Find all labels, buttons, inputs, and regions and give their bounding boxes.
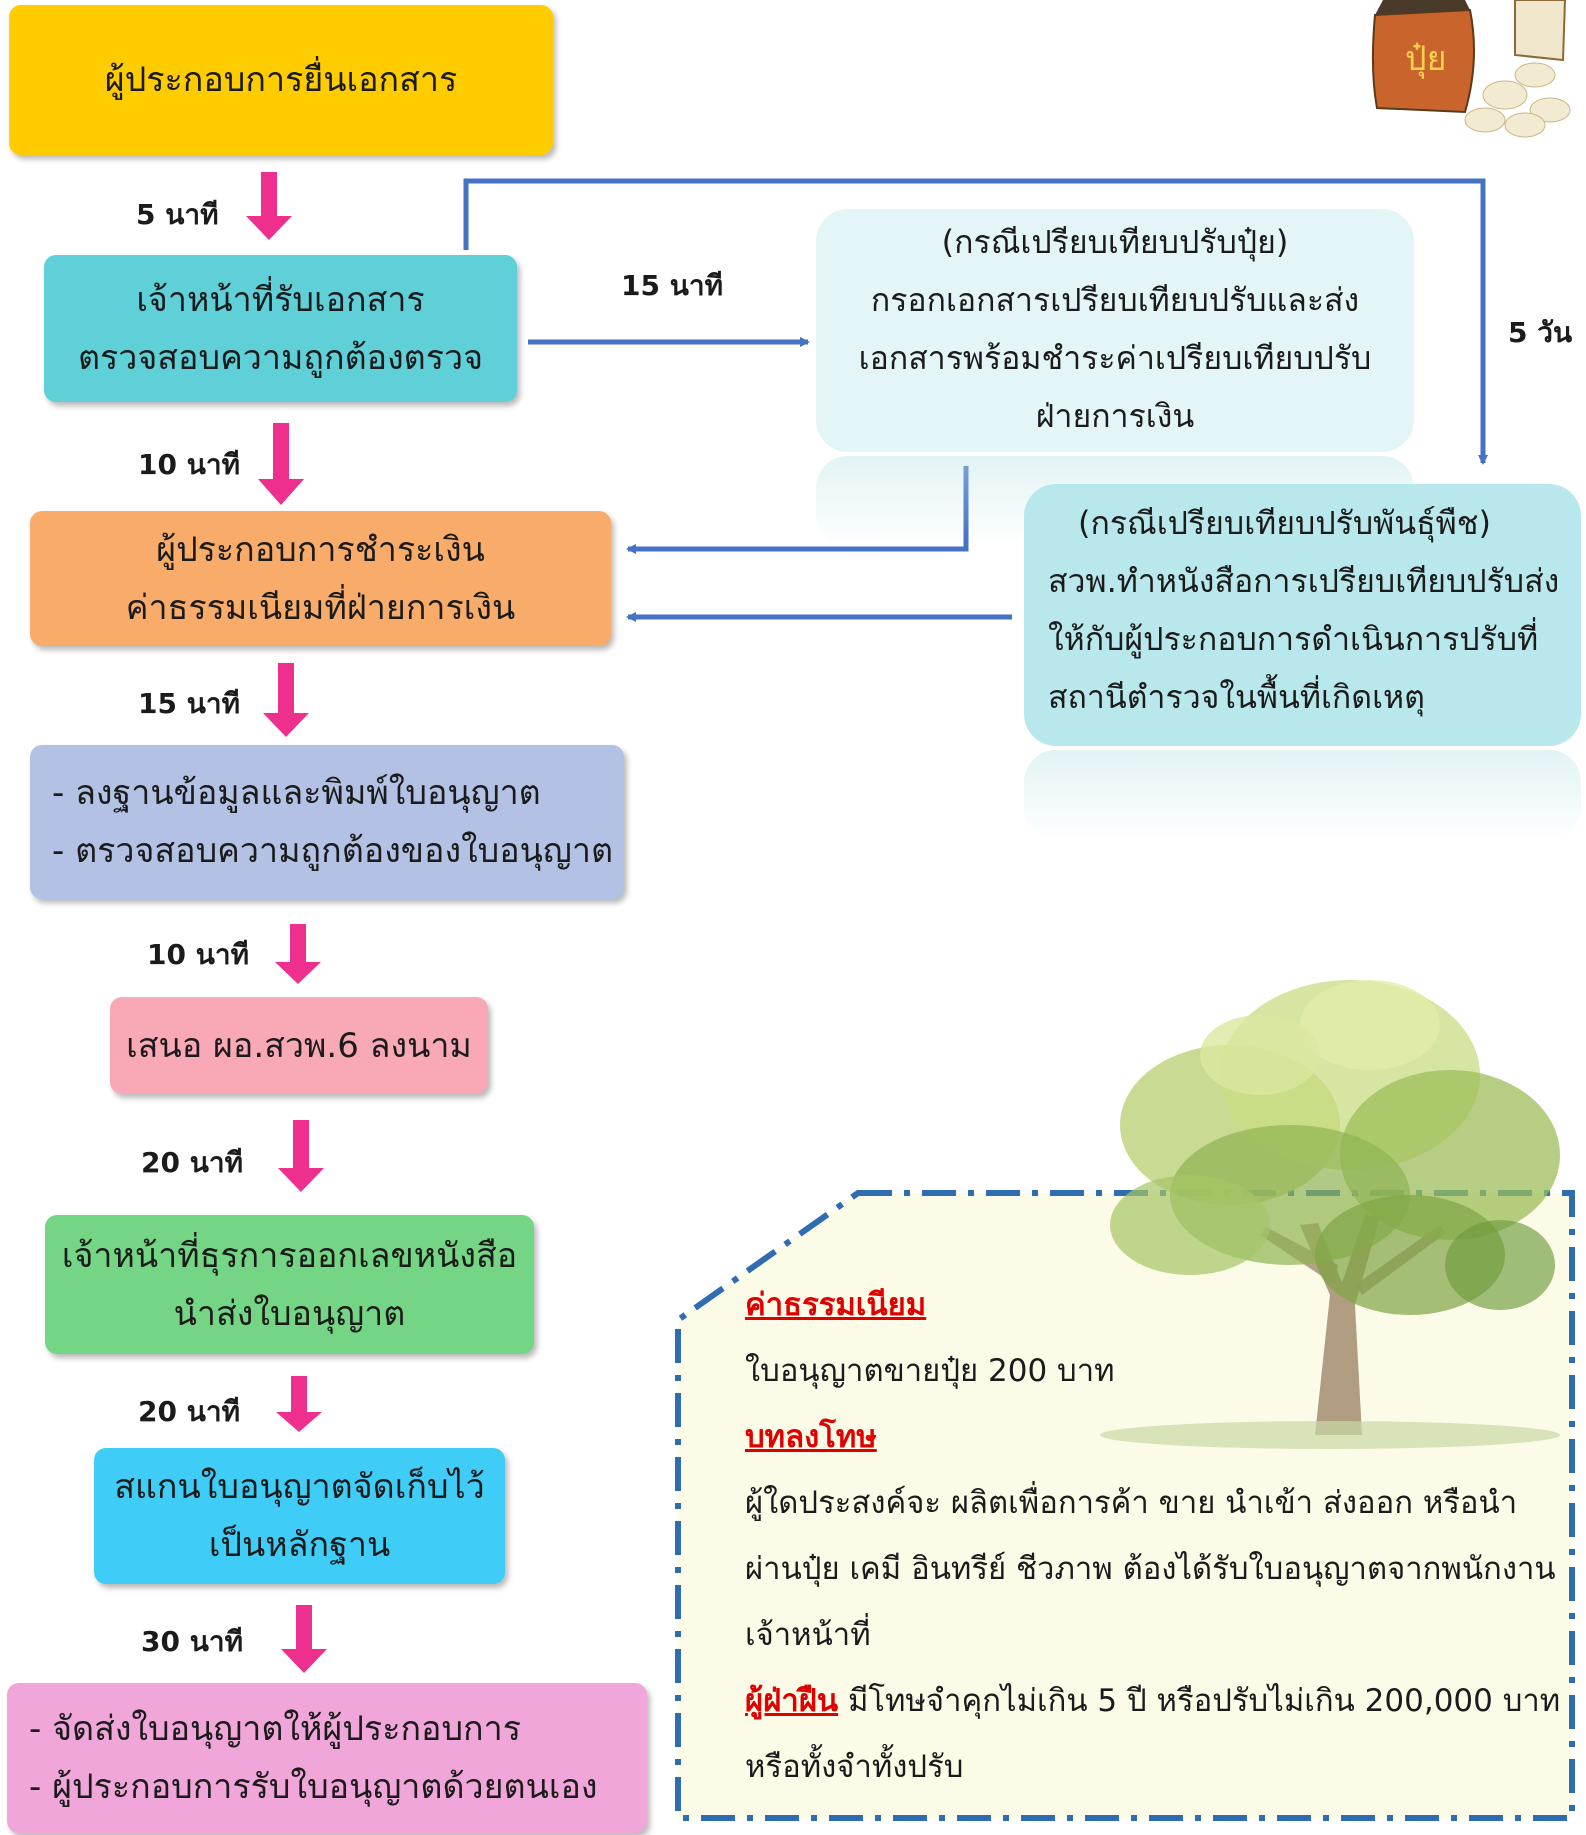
- step-text: - ลงฐานข้อมูลและพิมพ์ใบอนุญาต: [52, 773, 541, 813]
- case-text: ฝ่ายการเงิน: [1035, 397, 1195, 435]
- case-text: ให้กับผู้ประกอบการดำเนินการปรับที่: [1048, 620, 1539, 658]
- time-label: 15 นาที: [138, 687, 241, 720]
- violator-line: ผู้ฝ่าฝืน มีโทษจำคุกไม่เกิน 5 ปี หรือปรั…: [745, 1668, 1560, 1734]
- penalty-text: เจ้าหน้าที่: [745, 1617, 871, 1653]
- pink-down-arrow-icon: [263, 663, 309, 737]
- case-text: (กรณีเปรียบเทียบปรับปุ๋ย): [941, 223, 1289, 261]
- pink-down-arrow-icon: [281, 1605, 327, 1673]
- fertilizer-bag-label: ปุ๋ย: [1405, 39, 1447, 79]
- step-text: ผู้ประกอบการชำระเงิน: [156, 529, 485, 570]
- step-text: ค่าธรรมเนียมที่ฝ่ายการเงิน: [125, 587, 516, 628]
- penalty-text: ผ่านปุ๋ย เคมี อินทรีย์ ชีวภาพ ต้องได้รับ…: [745, 1551, 1556, 1587]
- pink-down-arrow-icon: [276, 1376, 322, 1432]
- time-label: 10 นาที: [138, 448, 241, 481]
- branch-time-label: 5 วัน: [1508, 316, 1573, 349]
- step-text: - จัดส่งใบอนุญาตให้ผู้ประกอบการ: [29, 1709, 521, 1749]
- case-text: กรอกเอกสารเปรียบเทียบปรับและส่ง: [870, 281, 1360, 319]
- violator-text-2: หรือทั้งจำทั้งปรับ: [745, 1749, 964, 1785]
- pink-down-arrow-icon: [246, 172, 292, 240]
- branch-time-label: 15 นาที: [621, 269, 724, 302]
- step-text: เสนอ ผอ.สวพ.6 ลงนาม: [126, 1025, 472, 1066]
- step-officer-receives: เจ้าหน้าที่รับเอกสาร ตรวจสอบความถูกต้องต…: [44, 255, 517, 402]
- pink-down-arrow-icon: [278, 1120, 324, 1192]
- violator-text: มีโทษจำคุกไม่เกิน 5 ปี หรือปรับไม่เกิน 2…: [838, 1683, 1561, 1719]
- fee-text: ใบอนุญาตขายปุ๋ย 200 บาท: [745, 1353, 1115, 1389]
- time-label: 20 นาที: [138, 1395, 241, 1428]
- penalty-text: ผู้ใดประสงค์จะ ผลิตเพื่อการค้า ขาย นำเข้…: [745, 1485, 1518, 1521]
- fee-heading: ค่าธรรมเนียม: [745, 1287, 927, 1323]
- fertilizer-bag-icon: ปุ๋ย: [1371, 0, 1571, 138]
- step-text: - ผู้ประกอบการรับใบอนุญาตด้วยตนเอง: [29, 1767, 598, 1807]
- arrow-fert-to-payment: [626, 466, 969, 554]
- plant-variety-fine-case: (กรณีเปรียบเทียบปรับพันธุ์พืช) สวพ.ทำหนั…: [1024, 484, 1581, 746]
- violator-heading: ผู้ฝ่าฝืน: [745, 1683, 839, 1719]
- case-text: เอกสารพร้อมชำระค่าเปรียบเทียบปรับ: [858, 339, 1372, 377]
- penalty-heading: บทลงโทษ: [745, 1419, 877, 1455]
- step-text: เป็นหลักฐาน: [208, 1525, 391, 1565]
- step-director-sign: เสนอ ผอ.สวพ.6 ลงนาม: [110, 997, 488, 1094]
- step-text: ผู้ประกอบการยื่นเอกสาร: [104, 60, 458, 100]
- case-text: (กรณีเปรียบเทียบปรับพันธุ์พืช): [1078, 504, 1491, 542]
- arrow-to-plant-case: [463, 178, 1488, 465]
- step-payment: ผู้ประกอบการชำระเงิน ค่าธรรมเนียมที่ฝ่าย…: [30, 511, 611, 646]
- pink-down-arrow-icon: [258, 423, 304, 505]
- time-label: 30 นาที: [141, 1625, 244, 1658]
- step-text: เจ้าหน้าที่ธุรการออกเลขหนังสือ: [61, 1235, 518, 1276]
- step-text: สแกนใบอนุญาตจัดเก็บไว้: [114, 1467, 485, 1507]
- time-label: 5 นาที: [136, 198, 219, 231]
- step-text: นำส่งใบอนุญาต: [173, 1293, 406, 1334]
- step-issue-number: เจ้าหน้าที่ธุรการออกเลขหนังสือ นำส่งใบอน…: [45, 1215, 534, 1354]
- step-deliver-license: - จัดส่งใบอนุญาตให้ผู้ประกอบการ - ผู้ประ…: [7, 1683, 647, 1833]
- step-text: เจ้าหน้าที่รับเอกสาร: [136, 279, 425, 320]
- step-text: ตรวจสอบความถูกต้องตรวจ: [77, 337, 484, 378]
- step-text: - ตรวจสอบความถูกต้องของใบอนุญาต: [52, 831, 614, 871]
- tree-illustration: [1100, 980, 1560, 1449]
- step-submit-documents: ผู้ประกอบการยื่นเอกสาร: [9, 5, 553, 155]
- pink-down-arrow-icon: [275, 924, 321, 984]
- step-scan-archive: สแกนใบอนุญาตจัดเก็บไว้ เป็นหลักฐาน: [94, 1448, 505, 1584]
- time-label: 10 นาที: [147, 938, 250, 971]
- step-database-print: - ลงฐานข้อมูลและพิมพ์ใบอนุญาต - ตรวจสอบค…: [30, 745, 624, 899]
- time-label: 20 นาที: [141, 1146, 244, 1179]
- case-text: สวพ.ทำหนังสือการเปรียบเทียบปรับส่ง: [1048, 562, 1560, 600]
- plant-case-reflection: [1024, 750, 1581, 840]
- fertilizer-fine-case: (กรณีเปรียบเทียบปรับปุ๋ย) กรอกเอกสารเปรี…: [816, 209, 1414, 452]
- info-panel: ค่าธรรมเนียม ใบอนุญาตขายปุ๋ย 200 บาท บทล…: [745, 1272, 1560, 1800]
- case-text: สถานีตำรวจในพื้นที่เกิดเหตุ: [1048, 678, 1425, 716]
